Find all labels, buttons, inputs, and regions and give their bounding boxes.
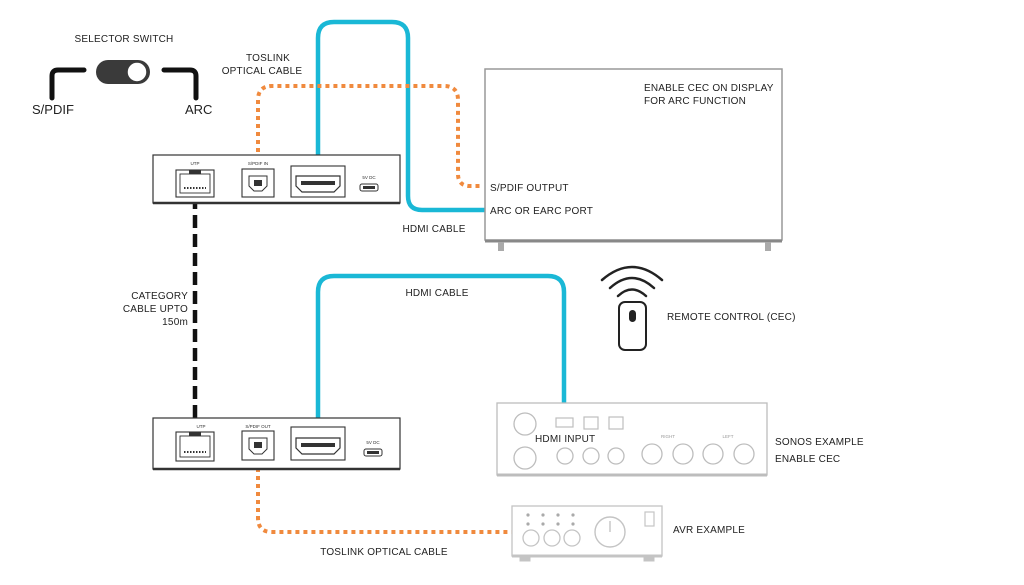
hdmi-cable-mid-label: HDMI CABLE [405, 288, 468, 299]
category-label-line1: CATEGORY [131, 291, 188, 302]
sonos-speaker-left-minus[interactable] [702, 443, 724, 465]
transmitter-spdif-label: S/PDIF IN [248, 161, 268, 166]
remote-body-icon [618, 301, 647, 351]
avr-knob-2-icon[interactable] [543, 529, 561, 547]
sonos-body [496, 402, 768, 476]
receiver-spdif-port[interactable]: S/PDIF OUT [241, 424, 275, 461]
sonos-label-line2: ENABLE CEC [775, 454, 840, 465]
transmitter-spdif-port[interactable]: S/PDIF IN [241, 161, 275, 198]
toslink-top-label-line2: OPTICAL CABLE [222, 66, 303, 77]
avr-foot-right [643, 556, 655, 562]
receiver-power-port[interactable]: 5V DC [363, 440, 383, 457]
tv-arc-port-label: ARC OR EARC PORT [490, 206, 593, 217]
sonos-ethernet-port-1[interactable] [583, 416, 599, 430]
sonos-speaker-right-minus[interactable] [641, 443, 663, 465]
selector-switch: SELECTOR SWITCH S/PDIF ARC [32, 34, 212, 117]
sonos-amp [496, 402, 768, 477]
tv-display: ENABLE CEC ON DISPLAY FOR ARC FUNCTION S… [484, 68, 783, 251]
sonos-left-label: LEFT [722, 434, 733, 439]
optical-cable-bottom [256, 460, 512, 534]
sonos-speaker-left-plus[interactable] [733, 443, 755, 465]
sonos-hdmi-port[interactable] [555, 417, 574, 428]
avr-label: AVR EXAMPLE [673, 525, 745, 536]
avr-knob-1-icon[interactable] [522, 529, 540, 547]
sonos-jack-3[interactable] [607, 447, 625, 465]
sonos-jack-1[interactable] [556, 447, 574, 465]
sonos-ethernet-port-2[interactable] [608, 416, 624, 430]
hdmi-cable-top [315, 19, 488, 213]
sonos-speaker-right-plus[interactable] [672, 443, 694, 465]
category-label-line3: 150m [162, 317, 188, 328]
optical-cable-top [256, 84, 482, 188]
transmitter-unit: UTP S/PDIF IN HDMI ARC IN 5V DC [152, 154, 401, 205]
remote-label: REMOTE CONTROL (CEC) [667, 312, 796, 323]
signal-wave-inner-icon [616, 288, 648, 298]
hdmi-cable-mid [315, 273, 567, 427]
toggle-knob [126, 61, 148, 83]
tv-foot-left [498, 242, 504, 251]
avr-knob-3-icon[interactable] [563, 529, 581, 547]
avr-foot-left [519, 556, 531, 562]
signal-wave-mid-icon [608, 276, 656, 290]
avr-display-icon [644, 511, 655, 527]
receiver-unit: UTP S/PDIF OUT HDMI ARC OUT 5V DC [152, 417, 401, 471]
selector-bracket-right [161, 67, 199, 101]
sonos-right-label: RIGHT [661, 434, 675, 439]
selector-label-spdif: S/PDIF [32, 102, 74, 117]
tv-spdif-output-label: S/PDIF OUTPUT [490, 183, 569, 194]
receiver-utp-port[interactable]: UTP [175, 424, 215, 462]
avr-body [511, 505, 663, 557]
signal-wave-outer-icon [600, 265, 664, 282]
tv-note-line2: FOR ARC FUNCTION [644, 96, 746, 107]
remote-control: REMOTE CONTROL (CEC) [600, 265, 796, 351]
selector-bracket-left [49, 67, 87, 101]
transmitter-power-port[interactable]: 5V DC [359, 175, 379, 192]
tv-screen [484, 68, 783, 241]
receiver-hdmi-port[interactable]: HDMI ARC OUT [290, 426, 346, 461]
transmitter-power-label: 5V DC [362, 175, 376, 180]
hdmi-cable-top-label: HDMI CABLE [402, 224, 465, 235]
receiver-spdif-label: S/PDIF OUT [245, 424, 271, 429]
transmitter-hdmi-port[interactable]: HDMI ARC IN [290, 165, 346, 198]
toslink-top-label-line1: TOSLINK [246, 53, 290, 64]
receiver-utp-label: UTP [197, 424, 206, 429]
tv-note-line1: ENABLE CEC ON DISPLAY [644, 83, 774, 94]
sonos-button-icon [513, 446, 537, 470]
toslink-bottom-label: TOSLINK OPTICAL CABLE [320, 547, 448, 558]
avr-unit [511, 505, 663, 562]
sonos-label-line1: SONOS EXAMPLE [775, 437, 864, 448]
sonos-hdmi-input-label: HDMI INPUT [535, 434, 595, 445]
transmitter-utp-port[interactable]: UTP [175, 161, 215, 198]
remote-button-icon [629, 310, 636, 322]
tv-foot-right [765, 242, 771, 251]
transmitter-utp-label: UTP [191, 161, 200, 166]
selector-switch-title: SELECTOR SWITCH [75, 34, 174, 45]
sonos-jack-2[interactable] [582, 447, 600, 465]
category-label-line2: CABLE UPTO [123, 304, 188, 315]
receiver-power-label: 5V DC [366, 440, 380, 445]
selector-label-arc: ARC [185, 102, 212, 117]
sonos-logo-icon [513, 412, 537, 436]
